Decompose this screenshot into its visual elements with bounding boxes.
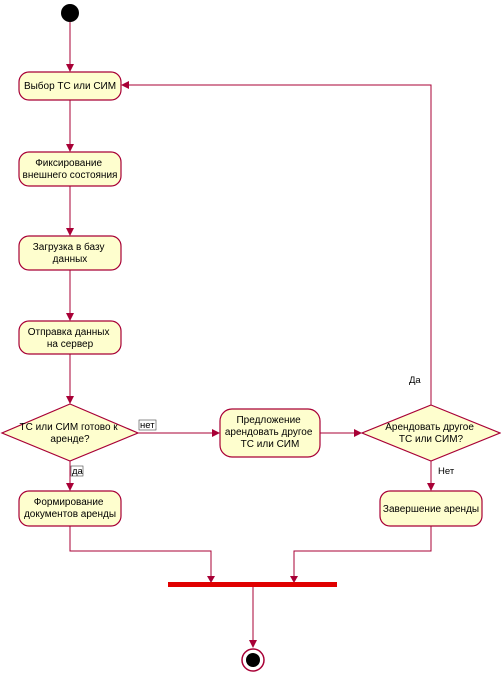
arrowhead xyxy=(66,396,74,404)
end-node xyxy=(241,648,265,672)
activity-send-label: Отправка данных на сервер xyxy=(28,327,113,350)
edge-finish-to-join xyxy=(293,526,432,576)
activity-upload-label: Загрузка в базу данных xyxy=(33,241,108,265)
activity-fix-label: Фиксирование внешнего состояния xyxy=(23,158,118,181)
join-bar xyxy=(168,582,337,587)
arrowhead xyxy=(66,64,74,72)
activity-select: Выбор ТС или СИМ xyxy=(18,71,122,101)
edges xyxy=(66,22,435,648)
activity-docs-label: Формирование документов аренды xyxy=(24,497,116,520)
arrowhead xyxy=(121,81,129,89)
decision-ready: ТС или СИМ готово к аренде? xyxy=(0,403,140,462)
arrowhead xyxy=(354,429,362,437)
edge-other-loop-back xyxy=(129,84,432,405)
edge-label-no-ready-text: нет xyxy=(140,420,155,431)
edge-label-no-other: Нет xyxy=(438,466,455,477)
activity-finish-label: Завершение аренды xyxy=(383,504,479,515)
arrowhead xyxy=(249,640,257,648)
arrowhead xyxy=(66,228,74,236)
arrowhead xyxy=(427,483,435,491)
edge-label-yes-ready-text: да xyxy=(72,466,84,477)
activity-upload: Загрузка в базу данных xyxy=(18,235,122,271)
edge-docs-to-join xyxy=(69,526,212,576)
arrowhead xyxy=(66,483,74,491)
start-node xyxy=(61,4,79,22)
arrowhead xyxy=(290,576,298,583)
activity-offer: Предложение арендовать другое ТС или СИМ xyxy=(219,408,321,458)
activity-select-label: Выбор ТС или СИМ xyxy=(24,80,116,92)
activity-send: Отправка данных на сервер xyxy=(18,320,122,355)
arrowhead xyxy=(212,429,220,437)
edge-label-yes-other: Да xyxy=(409,375,421,386)
decision-other-label: Арендовать другое ТС или СИМ? xyxy=(385,422,476,445)
decision-other: Арендовать другое ТС или СИМ? xyxy=(360,404,501,462)
edge-label-yes-ready: да xyxy=(70,465,84,477)
activity-fix: Фиксирование внешнего состояния xyxy=(18,151,122,187)
activity-offer-label: Предложение арендовать другое ТС или СИМ xyxy=(225,415,315,450)
arrowhead xyxy=(66,144,74,152)
activity-docs: Формирование документов аренды xyxy=(18,490,122,527)
arrowhead xyxy=(207,576,215,583)
arrowhead xyxy=(66,313,74,321)
activity-finish: Завершение аренды xyxy=(379,490,483,527)
decision-ready-label: ТС или СИМ готово к аренде? xyxy=(20,422,121,445)
edge-label-no-ready: нет xyxy=(138,419,157,431)
